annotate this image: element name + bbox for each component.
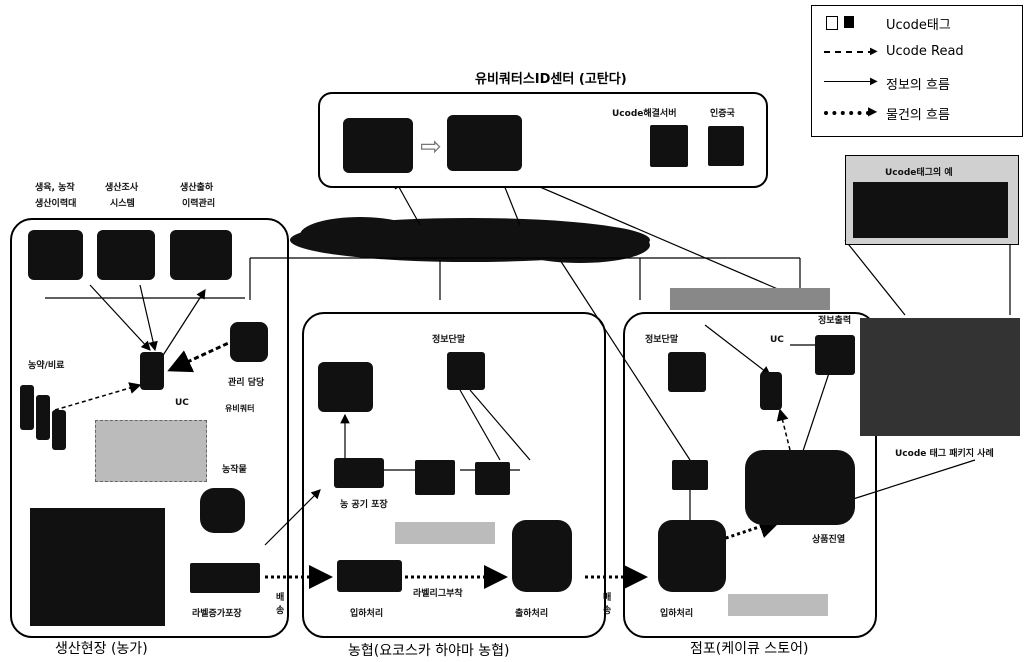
dashed-arrow-icon xyxy=(824,51,874,53)
legend-label-goods-flow: 물건의 흐름 xyxy=(886,108,950,123)
legend-label-tag: Ucode태그 xyxy=(886,18,951,33)
store-display xyxy=(728,594,828,616)
legend: Ucode태그 ▶ Ucode Read ▶ 정보의 흐름 ▶ 물건의 흐름 xyxy=(811,5,1023,137)
store-terminal-label: 정보단말 xyxy=(645,335,679,345)
store-printer xyxy=(815,335,855,375)
coop-title: 농협(요코스카 하야마 농협) xyxy=(348,643,510,659)
store-reader xyxy=(672,460,708,490)
coop-receive-label: 입하처리 xyxy=(350,609,384,619)
relabel-label: 라벨리그부착 xyxy=(413,589,463,599)
farm-field xyxy=(30,508,165,626)
ubiq-label: 유비쿼터 xyxy=(225,404,255,413)
coop-ship-label: 출하처리 xyxy=(515,609,549,619)
transport-label-2: 배송 xyxy=(603,593,612,616)
store-shelf xyxy=(745,450,855,525)
info-output-label: 정보출력 xyxy=(818,316,852,326)
farm-region xyxy=(10,218,289,638)
tag-icon xyxy=(826,16,838,30)
store-uc-label: UC xyxy=(770,335,784,345)
farm-col1-bottom: 생산이력대 xyxy=(35,199,77,209)
farm-col3-bottom: 이력관리 xyxy=(182,199,216,209)
center-database xyxy=(343,118,413,173)
coop-region xyxy=(302,312,606,638)
server-label: Ucode해결서버 xyxy=(612,109,677,119)
coop-packer xyxy=(334,458,384,488)
store-receive-label: 입하처리 xyxy=(660,609,694,619)
coop-terminal-label: 정보단말 xyxy=(432,335,466,345)
coop-crop xyxy=(512,520,572,592)
farm-col3-top: 생산출하 xyxy=(180,183,214,193)
farm-col1-top: 생육, 농작 xyxy=(35,183,75,193)
coop-receive-box xyxy=(337,560,402,592)
store-crop xyxy=(658,520,726,592)
center-title: 유비쿼터스ID센터 (고탄다) xyxy=(475,72,627,87)
store-region xyxy=(623,312,877,638)
legend-label-read: Ucode Read xyxy=(886,44,964,59)
bottle-3 xyxy=(52,410,66,450)
auth-label: 인증국 xyxy=(710,109,735,119)
store-gateway xyxy=(670,288,830,310)
tag-example-image xyxy=(853,182,1008,238)
farm-col2-bottom: 시스템 xyxy=(110,199,135,209)
right-arrow-icon: ⇨ xyxy=(420,132,442,162)
center-server xyxy=(447,115,522,171)
transport-label-1: 배송 xyxy=(276,593,285,616)
farm-monitor-1 xyxy=(28,230,83,280)
manager-label: 관리 담당 xyxy=(228,378,265,388)
store-pc xyxy=(668,352,706,392)
tag-package-photo xyxy=(860,318,1020,436)
thin-arrow-icon xyxy=(824,81,874,82)
bottle-1 xyxy=(20,385,34,430)
store-uc-device xyxy=(760,372,782,410)
farm-col2-top: 생산조사 xyxy=(105,183,139,193)
store-title: 점포(케이큐 스토어) xyxy=(690,641,809,657)
resolution-server xyxy=(650,125,688,167)
coop-pc xyxy=(447,352,485,390)
ship-label: 라벨증가포장 xyxy=(192,609,242,619)
farmer-label: 농약/비료 xyxy=(28,361,65,371)
farm-monitor-3 xyxy=(170,230,232,280)
legend-label-info-flow: 정보의 흐름 xyxy=(886,78,950,93)
farm-uc-label: UC xyxy=(175,398,189,408)
tag-icon xyxy=(844,16,854,28)
sale-label: 상품진열 xyxy=(812,535,846,545)
farm-monitor-2 xyxy=(97,230,155,280)
farm-title: 생산현장 (농가) xyxy=(55,641,148,657)
farm-terminal-display xyxy=(95,420,207,482)
thick-dotted-arrow-icon xyxy=(824,111,870,115)
auth-server xyxy=(708,126,744,166)
coop-display xyxy=(395,522,495,544)
manager-figure xyxy=(230,322,268,362)
uc-device xyxy=(140,352,164,390)
coop-reader-2 xyxy=(475,462,510,495)
tag-package-caption: Ucode 태그 패키지 사례 xyxy=(895,449,994,459)
crop-plant xyxy=(200,488,245,533)
pack-label: 농 공기 포장 xyxy=(340,500,388,510)
tag-example-title: Ucode태그의 예 xyxy=(885,168,953,178)
bottle-2 xyxy=(36,395,50,440)
coop-reader-1 xyxy=(415,460,455,495)
coop-monitor xyxy=(318,362,373,412)
farmland-label: 농작물 xyxy=(222,465,247,475)
packaged-box xyxy=(190,563,260,593)
